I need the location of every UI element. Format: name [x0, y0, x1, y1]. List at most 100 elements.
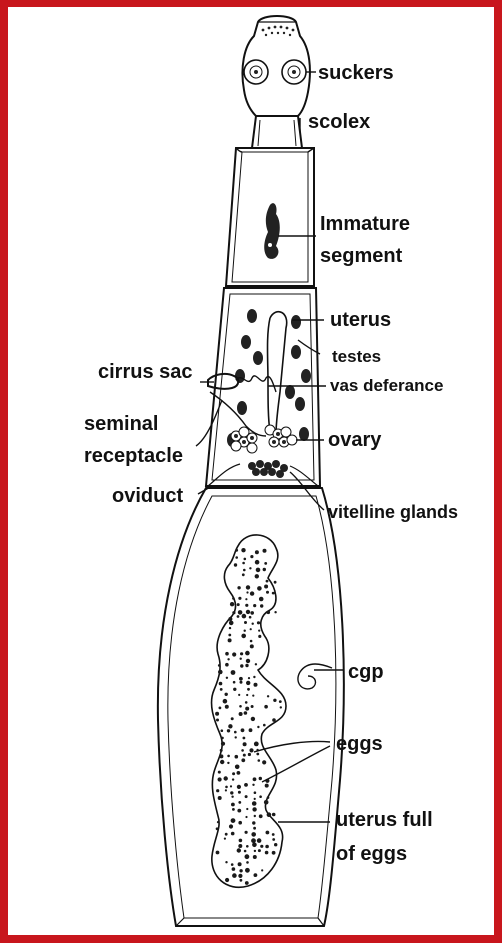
egg-dot [238, 874, 242, 878]
egg-dot [267, 695, 269, 697]
egg-dot [228, 724, 232, 728]
egg-dot [238, 597, 241, 600]
egg-dot [231, 796, 233, 798]
egg-dot [225, 705, 229, 709]
egg-dot [221, 742, 225, 746]
egg-dot [259, 814, 263, 818]
egg-dot [254, 791, 257, 794]
egg-dot [233, 688, 236, 691]
egg-dot [216, 719, 219, 722]
egg-dot [228, 634, 231, 637]
egg-dot [252, 801, 257, 806]
egg-dot [218, 777, 222, 781]
egg-dot [251, 838, 256, 843]
egg-dot [251, 832, 256, 837]
egg-dot [238, 791, 241, 794]
egg-dot [225, 693, 228, 696]
egg-dot [259, 777, 262, 780]
egg-dot [251, 705, 254, 708]
egg-dot [280, 706, 282, 708]
egg-dot [241, 728, 245, 732]
egg-dot [237, 586, 240, 589]
egg-dot [245, 881, 249, 885]
egg-dot [254, 798, 256, 800]
label-uterus-full-line1: uterus full [336, 809, 433, 831]
label-cgp: cgp [348, 661, 384, 683]
egg-dot [252, 784, 254, 786]
egg-dot [227, 755, 230, 758]
egg-dot [241, 548, 245, 552]
egg-dot [235, 755, 239, 759]
egg-dot [272, 838, 275, 841]
egg-dot [225, 663, 229, 667]
egg-dot [242, 573, 245, 576]
egg-dot [225, 833, 228, 836]
egg-dot [245, 651, 250, 656]
egg-dot [279, 700, 282, 703]
egg-dot [245, 707, 249, 711]
egg-dot [272, 813, 276, 817]
egg-dot [232, 611, 235, 614]
egg-dot [265, 845, 269, 849]
egg-dot [239, 869, 242, 872]
egg-dot [220, 749, 223, 752]
label-seminal-line1: seminal [84, 413, 158, 435]
leader-lines [196, 72, 344, 822]
egg-dot [237, 771, 241, 775]
egg-dot [246, 845, 249, 848]
egg-dot [220, 760, 224, 764]
label-immature-line1: Immature [320, 213, 410, 235]
egg-dot [272, 851, 276, 855]
egg-dot [237, 603, 240, 606]
egg-dot [255, 560, 260, 565]
egg-dot [237, 848, 241, 852]
label-seminal-line2: receptacle [84, 445, 183, 467]
egg-dot [254, 850, 256, 852]
egg-dot [217, 821, 219, 823]
egg-dot [246, 659, 250, 663]
egg-dot [244, 783, 248, 787]
egg-dot [231, 863, 234, 866]
egg-dot [235, 765, 240, 770]
egg-dot [218, 664, 221, 667]
egg-dot [224, 838, 226, 840]
egg-dot [266, 580, 269, 583]
egg-dot [225, 652, 229, 656]
egg-dot [273, 699, 276, 702]
egg-dot [240, 664, 243, 667]
egg-dot [257, 621, 260, 624]
egg-dot [252, 843, 257, 848]
egg-dot [267, 796, 270, 799]
egg-dot [249, 616, 252, 619]
egg-dot [254, 815, 256, 817]
egg-dot [226, 677, 228, 679]
egg-dot [257, 838, 262, 843]
label-immature-line2: segment [320, 245, 403, 267]
egg-dot [225, 861, 227, 863]
egg-dot [228, 617, 232, 621]
label-uterus-full-line2: of eggs [336, 843, 407, 865]
egg-dot [230, 602, 234, 606]
egg-dot [221, 729, 224, 732]
egg-dot [245, 831, 248, 834]
egg-dot [258, 635, 261, 638]
egg-dot [252, 695, 254, 697]
egg-dot [237, 785, 241, 789]
egg-dot [266, 831, 270, 835]
egg-dot [263, 568, 266, 571]
egg-dot [264, 562, 267, 565]
egg-dot [238, 844, 242, 848]
egg-dot [243, 737, 246, 740]
egg-dot [233, 681, 236, 684]
egg-dot [228, 638, 232, 642]
egg-dot [232, 772, 235, 775]
egg-dot [231, 818, 236, 823]
egg-dot [242, 562, 245, 565]
egg-dot [244, 558, 247, 561]
label-eggs: eggs [336, 733, 383, 755]
egg-dot [259, 597, 264, 602]
egg-dot [235, 549, 238, 552]
egg-dot [235, 556, 238, 559]
egg-dot [240, 879, 243, 882]
label-testes: testes [332, 347, 381, 366]
